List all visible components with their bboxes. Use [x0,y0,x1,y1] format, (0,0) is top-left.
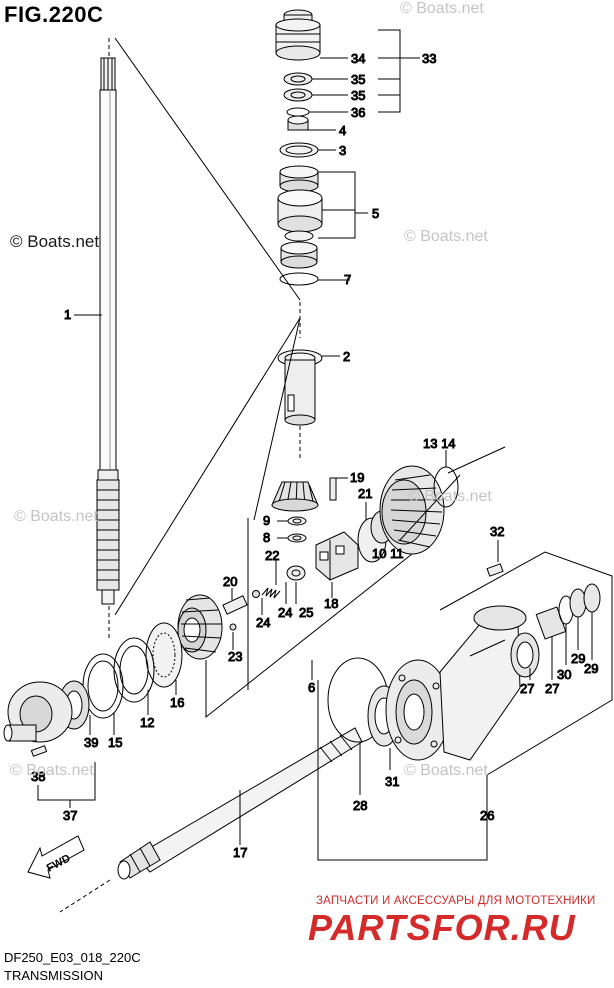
callout-10-11: 10 11 [372,546,404,561]
callout-21: 21 [358,486,372,501]
perspective-line [253,317,301,521]
part-38-pin[interactable] [30,745,48,757]
callout-13-14: 13 14 [423,436,456,451]
part-1-drive-shaft[interactable] [96,38,120,640]
perspective-line [114,317,301,616]
part-35-seal-lower[interactable] [283,88,313,102]
part-27-needle-bearing[interactable] [535,606,567,680]
callout-39: 39 [84,735,98,750]
callout-22: 22 [265,548,279,563]
callout-7: 7 [344,272,351,287]
part-37-bearing-housing[interactable] [3,681,73,743]
callout-18: 18 [324,596,338,611]
part-29-seal[interactable] [569,588,587,650]
bracket-26 [317,551,613,861]
callout-8: 8 [263,530,270,545]
callout-1: 1 [64,307,71,322]
callout-34: 34 [351,51,365,66]
callout-29-b: 29 [584,661,598,676]
callout-23: 23 [228,649,242,664]
callout-31: 31 [385,774,399,789]
callout-32: 32 [490,524,504,539]
callout-2: 2 [343,349,350,364]
diagram-name: TRANSMISSION [4,968,103,983]
part-15-washer[interactable] [82,653,124,735]
part-24-ball[interactable] [252,590,263,616]
part-26-gear-case[interactable] [385,605,527,761]
perspective-line [447,446,506,474]
callout-12: 12 [140,715,154,730]
part-8-washer[interactable] [277,533,307,543]
callout-36: 36 [351,105,365,120]
callout-6: 6 [308,680,315,695]
part-32-bolt[interactable] [486,540,504,577]
callout-labels: 34 33 35 35 36 4 3 5 7 1 2 13 14 19 21 9… [31,51,599,875]
callout-24-b: 24 [256,615,270,630]
callout-4: 4 [339,123,346,138]
part-27-bearing[interactable] [510,632,540,680]
part-16-thrust-bearing[interactable] [145,622,183,695]
callout-35: 35 [351,72,365,87]
part-pinion-gear[interactable] [271,481,319,512]
perspective-line [399,474,461,541]
bracket-37 [37,762,96,801]
watermark-right-lower: © Boats.net [408,488,492,505]
part-5-bearing-assembly[interactable] [277,165,323,269]
callout-38: 38 [31,769,45,784]
callout-9: 9 [263,513,270,528]
diagram-code: DF250_E03_018_220C [4,950,141,965]
brand-tagline: ЗАПЧАСТИ И АКСЕССУАРЫ ДЛЯ МОТОТЕХНИКИ [316,895,596,907]
part-9-washer[interactable] [277,516,307,526]
part-18-clutch-dog[interactable] [315,531,359,598]
watermark-top-right: © Boats.net [400,0,484,17]
part-36-o-ring[interactable] [286,107,310,117]
part-25-shift-collar[interactable] [286,565,306,604]
watermark-left-dark: © Boats.net [10,232,100,251]
callout-29: 29 [571,651,585,666]
part-19-pin[interactable] [329,477,348,501]
part-29-seal-b[interactable] [583,583,601,660]
part-13-14-shim[interactable] [433,450,459,508]
callout-3: 3 [339,143,346,158]
watermark-left-lower: © Boats.net [14,508,98,525]
part-7-circlip[interactable] [279,272,319,286]
bracket-6 [205,553,413,719]
watermark-bottom-left: © Boats.net [10,762,94,779]
callout-27-b: 27 [520,681,534,696]
callout-24: 24 [278,605,292,620]
callout-17: 17 [233,845,247,860]
brand-logo[interactable]: PARTSFOR.RU [308,907,576,948]
callout-15: 15 [108,735,122,750]
watermark-right-mid: © Boats.net [404,228,488,245]
part-35-seal[interactable] [283,72,313,86]
callout-37: 37 [63,808,77,823]
part-17-propeller-shaft[interactable] [59,727,363,913]
part-4-ring[interactable] [287,115,309,131]
part-3-race[interactable] [279,142,319,158]
leaders-top [308,29,420,281]
perspective-line [114,37,301,301]
callout-27: 27 [545,681,559,696]
callout-20: 20 [223,574,237,589]
part-22-spring[interactable] [261,560,281,599]
part-reverse-gear[interactable] [177,594,223,660]
callout-19: 19 [350,470,364,485]
figure-title: FIG.220C [4,2,104,27]
fwd-arrow-icon [27,835,85,879]
part-20-plunger[interactable] [222,588,248,615]
callout-33: 33 [422,51,436,66]
part-34-housing[interactable] [275,9,321,61]
part-2-sleeve[interactable] [277,302,340,460]
callout-30: 30 [557,667,571,682]
callout-35-lower: 35 [351,88,365,103]
callout-28: 28 [353,798,367,813]
callout-5: 5 [372,206,379,221]
callout-25: 25 [299,605,313,620]
callout-16: 16 [170,695,184,710]
callout-26: 26 [480,808,494,823]
part-23-ball[interactable] [229,623,237,650]
watermark-bottom-right: © Boats.net [404,762,488,779]
